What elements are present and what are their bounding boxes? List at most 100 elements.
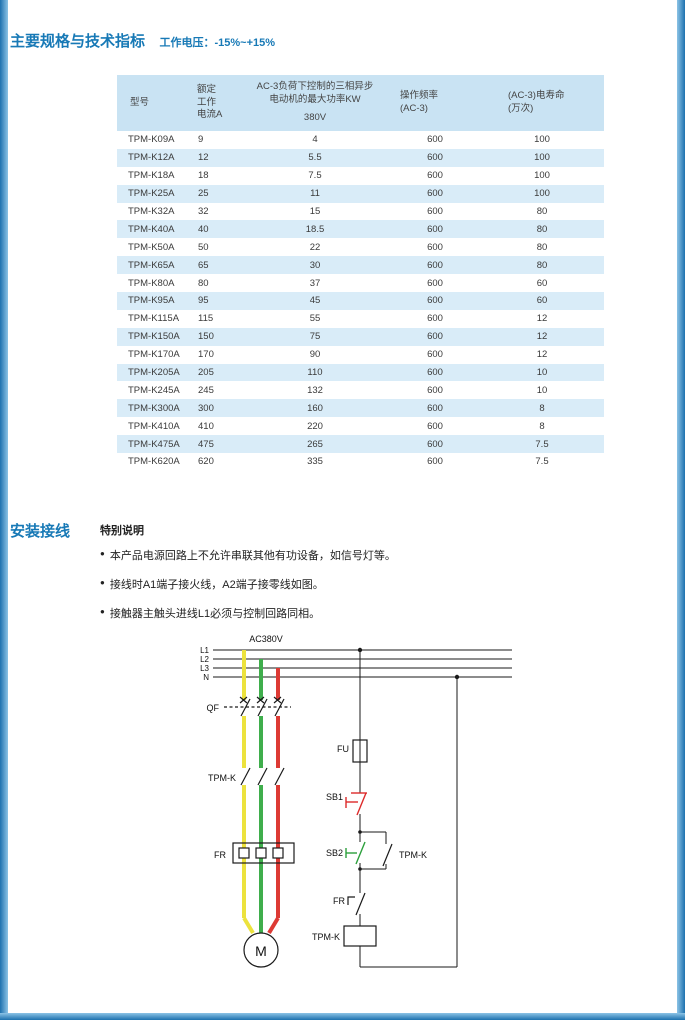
section1-subtitle: 工作电压：-15%~+15%	[159, 37, 276, 49]
table-cell: TPM-K475A	[128, 438, 180, 450]
table-cell: TPM-K95A	[128, 295, 175, 307]
qf-breaker: QF	[207, 696, 291, 717]
table-cell: 300	[198, 402, 214, 414]
notes-title: 特别说明	[100, 525, 144, 537]
table-cell: TPM-K12A	[128, 152, 175, 164]
table-header-row: 型号 额定 工作 电流A AC-3负荷下控制的三相异步 电动机的最大功率KW 3…	[117, 75, 604, 131]
thermal-contact-label: FR	[333, 896, 345, 906]
table-cell: 7.5	[535, 438, 549, 450]
table-cell: 12	[536, 331, 548, 343]
junction-dot	[454, 674, 460, 680]
table-cell: 4	[312, 134, 318, 146]
table-cell: TPM-K150A	[128, 331, 180, 343]
table-cell: 80	[536, 241, 548, 253]
supply-label: AC380V	[249, 634, 283, 644]
table-cell: 22	[309, 241, 321, 253]
table-cell: 12	[536, 313, 548, 325]
start-button: SB2	[326, 841, 366, 865]
table-cell: 600	[427, 223, 443, 235]
phase-label-l1: L1	[200, 646, 209, 655]
right-edge-bar	[677, 0, 685, 1020]
phase-wire-yellow	[242, 650, 255, 935]
table-cell: 90	[309, 349, 321, 361]
table-cell: 115	[198, 313, 214, 325]
phase-wire-red	[267, 668, 280, 935]
note-item: ● 本产品电源回路上不允许串联其他有功设备，如信号灯等。	[100, 547, 580, 563]
table-cell: 600	[427, 349, 443, 361]
bullet-icon: ●	[100, 549, 105, 558]
aux-contact-label: TPM-K	[399, 850, 427, 860]
phase-busbars: AC380V L1 L2 L3 N	[200, 634, 512, 682]
table-cell: 80	[536, 206, 548, 217]
header-model: 型号	[117, 75, 185, 131]
table-cell: 50	[198, 241, 209, 253]
table-cell: 600	[427, 188, 443, 200]
thermal-contact: FR	[333, 892, 366, 916]
fuse-label: FU	[337, 744, 349, 754]
thermal-label: FR	[214, 850, 226, 860]
table-cell: 100	[534, 152, 550, 164]
table-cell: 620	[198, 456, 214, 468]
table-cell: 80	[198, 277, 209, 289]
table-row: TPM-K18A 18 7.5 600 100	[117, 167, 604, 185]
header-power-line2: 电动机的最大功率KW	[269, 93, 361, 105]
table-cell: TPM-K18A	[128, 170, 175, 182]
table-cell: 600	[427, 134, 443, 146]
table-cell: TPM-K32A	[128, 206, 175, 217]
table-cell: 7.5	[308, 170, 322, 182]
fuse: FU	[337, 739, 368, 763]
contactor-coil: TPM-K	[312, 925, 377, 947]
table-cell: 75	[309, 331, 321, 343]
coil-label: TPM-K	[312, 932, 340, 942]
table-cell: 25	[198, 188, 209, 200]
table-cell: 11	[310, 188, 320, 200]
table-cell: 600	[427, 170, 443, 182]
table-cell: 32	[198, 206, 209, 217]
table-cell: 18	[198, 170, 209, 182]
left-edge-bar	[0, 0, 8, 1020]
table-row: TPM-K150A 150 75 600 12	[117, 327, 604, 346]
section1-header: 主要规格与技术指标 工作电压：-15%~+15%	[10, 30, 275, 51]
stop-button: SB1	[326, 792, 367, 816]
table-cell: 40	[198, 223, 209, 235]
note-text: 本产品电源回路上不允许串联其他有功设备，如信号灯等。	[109, 550, 396, 562]
header-power-line1: AC-3负荷下控制的三相异步	[256, 80, 374, 92]
table-cell: 100	[534, 134, 550, 146]
table-cell: 160	[307, 402, 323, 414]
table-cell: TPM-K205A	[128, 367, 180, 379]
table-cell: 100	[534, 170, 550, 182]
aux-contact: TPM-K	[382, 843, 427, 867]
table-cell: 8	[539, 402, 545, 414]
note-text: 接线时A1端子接火线，A2端子接零线如图。	[109, 579, 324, 591]
table-cell: 7.5	[535, 456, 549, 468]
table-cell: 80	[536, 223, 548, 235]
table-cell: 150	[198, 331, 214, 343]
table-cell: 600	[427, 384, 443, 396]
table-cell: TPM-K65A	[128, 259, 175, 271]
stop-button-label: SB1	[326, 792, 343, 802]
main-contacts: TPM-K	[208, 767, 285, 786]
special-notes: 特别说明 ● 本产品电源回路上不允许串联其他有功设备，如信号灯等。 ● 接线时A…	[100, 522, 580, 634]
table-cell: TPM-K40A	[128, 223, 175, 235]
table-cell: 600	[427, 313, 443, 325]
header-current: 额定 工作 电流A	[185, 75, 240, 131]
table-cell: 45	[309, 295, 321, 307]
table-cell: 100	[534, 188, 550, 200]
control-wiring	[357, 647, 460, 968]
table-cell: 600	[427, 152, 443, 164]
table-cell: 95	[198, 295, 209, 307]
table-cell: 600	[427, 331, 443, 343]
